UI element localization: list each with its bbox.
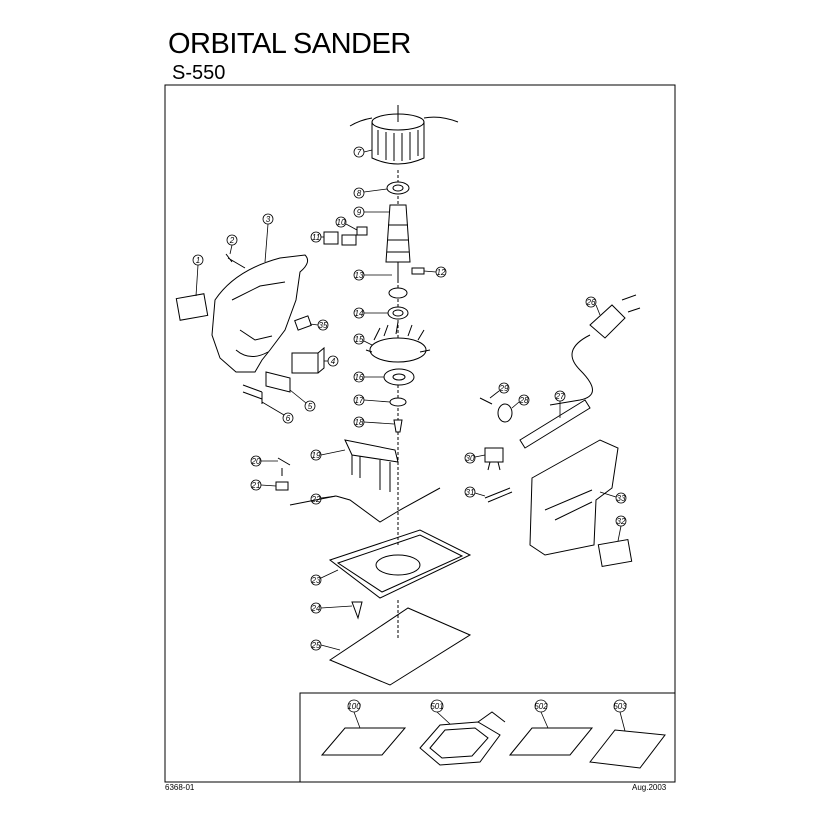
callout-label: 23 (311, 576, 321, 585)
callout-label: 31 (466, 488, 475, 497)
callout-label: 8 (357, 189, 362, 198)
callout-2: 2 (226, 234, 238, 255)
callout-5: 5 (289, 389, 316, 412)
callout-10: 10 (335, 216, 358, 231)
callout-12: 12 (423, 266, 447, 278)
diagram-title: ORBITAL SANDER (168, 28, 411, 60)
callout-100: 100 (347, 699, 361, 729)
callout-4: 4 (324, 355, 339, 367)
callout-502: 502 (534, 699, 549, 729)
callout-label: 30 (466, 454, 475, 463)
callout-label: 29 (499, 384, 509, 393)
callout-24: 24 (311, 602, 353, 614)
callout-label: 10 (337, 218, 346, 227)
callout-label: 502 (534, 702, 548, 711)
callout-label: 22 (311, 495, 321, 504)
callout-label: 19 (312, 451, 321, 460)
document-date: Aug.2003 (632, 783, 667, 792)
callout-6: 6 (261, 401, 294, 424)
stator-drawing (349, 105, 459, 165)
callout-label: 16 (355, 373, 364, 382)
callout-29: 29 (489, 382, 510, 399)
callout-31: 31 (464, 486, 486, 498)
callout-label: 13 (355, 271, 364, 280)
callout-label: 24 (311, 604, 321, 613)
callout-label: 2 (229, 236, 235, 245)
diagram-frame (164, 84, 676, 783)
callout-numbers: 1 2 3 4 5 6 7 8 9 10 11 12 13 14 15 16 1… (192, 146, 627, 732)
callout-label: 25 (311, 641, 321, 650)
callout-26: 26 (586, 296, 601, 316)
accessories-frame (299, 692, 676, 783)
callout-15: 15 (353, 333, 373, 346)
callout-30: 30 (464, 452, 486, 464)
callout-label: 1 (196, 256, 200, 265)
callout-17: 17 (353, 394, 391, 406)
callout-13: 13 (353, 269, 392, 281)
callout-21: 21 (251, 479, 277, 491)
callout-501: 501 (430, 699, 451, 725)
callout-label: 17 (355, 396, 364, 405)
callout-11: 11 (310, 231, 324, 243)
callout-label: 12 (437, 268, 446, 277)
callout-19: 19 (310, 449, 346, 461)
callout-label: 5 (308, 402, 313, 411)
callout-22: 22 (311, 493, 337, 505)
callout-label: 4 (331, 357, 336, 366)
callout-label: 27 (555, 392, 565, 401)
callout-7: 7 (353, 146, 373, 158)
callout-28: 28 (511, 394, 530, 409)
callout-label: 15 (355, 335, 364, 344)
callout-27: 27 (555, 390, 566, 418)
callout-label: 501 (430, 702, 443, 711)
callout-3: 3 (262, 213, 274, 263)
callout-label: 32 (617, 517, 626, 526)
callout-label: 33 (617, 494, 626, 503)
callout-23: 23 (311, 569, 339, 586)
callout-label: 3 (266, 215, 271, 224)
callout-32: 32 (615, 515, 627, 542)
callout-18: 18 (353, 416, 395, 428)
callout-label: 9 (357, 208, 362, 217)
callout-35: 35 (309, 319, 329, 331)
callout-label: 7 (357, 148, 362, 157)
callout-label: 503 (613, 702, 627, 711)
part-drawings (175, 105, 666, 769)
document-code: 6368-01 (165, 783, 195, 792)
callout-20: 20 (251, 455, 278, 467)
callout-label: 18 (355, 418, 364, 427)
callout-9: 9 (353, 206, 390, 218)
callout-503: 503 (613, 699, 627, 732)
callout-label: 11 (312, 233, 320, 242)
callout-label: 28 (519, 396, 529, 405)
callout-label: 35 (319, 321, 328, 330)
callout-label: 21 (251, 481, 261, 490)
callout-33: 33 (599, 491, 627, 504)
callout-label: 6 (286, 414, 291, 423)
callout-label: 100 (347, 702, 361, 711)
callout-label: 14 (355, 309, 364, 318)
callout-label: 20 (251, 457, 261, 466)
model-number: S-550 (172, 62, 226, 84)
callout-25: 25 (311, 639, 341, 651)
callout-14: 14 (353, 307, 388, 319)
callout-label: 26 (586, 298, 596, 307)
callout-8: 8 (353, 187, 388, 199)
callout-1: 1 (192, 254, 204, 297)
callout-16: 16 (353, 371, 384, 383)
